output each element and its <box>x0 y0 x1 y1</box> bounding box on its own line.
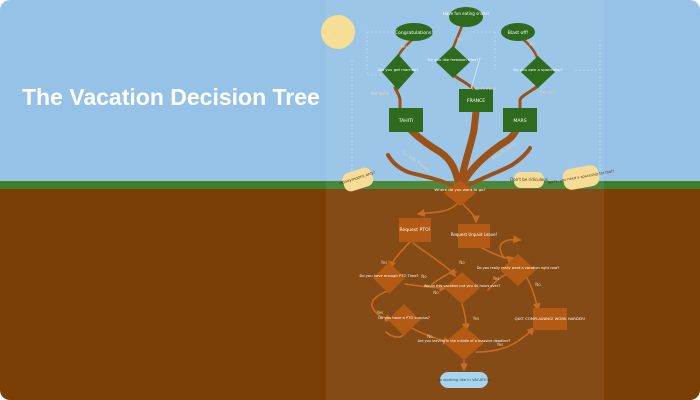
svg-text:No: No <box>433 290 439 295</box>
box-request-unpaid: Request Unpaid Leave! <box>451 224 497 248</box>
svg-text:Yes: Yes <box>400 44 407 49</box>
bubble-label: Blast off! <box>508 30 529 36</box>
svg-text:No: No <box>427 334 433 339</box>
diamond-label: Are you leaving in the middle of a massi… <box>418 339 511 343</box>
diamond-label: Would this vacation put you 40 hours ove… <box>424 284 500 288</box>
destination-france: FRANCE <box>459 89 493 112</box>
diamond-label: Do you really really want a vacation rig… <box>477 266 560 270</box>
diamond-label: Do you own a spaceship? <box>513 67 562 72</box>
note-need-spaceship: Sorry, you need a spaceship for that! <box>548 165 614 190</box>
svg-text:No: No <box>459 260 465 265</box>
diamond-married: Did you get married? <box>377 54 419 90</box>
bubble-label: Congratulations! <box>395 30 434 36</box>
svg-text:QUIT COMPLAINING! WORK HARDER!: QUIT COMPLAINING! WORK HARDER! <box>515 316 586 321</box>
diamond-label: Do you have enough PTO Time? <box>359 274 418 278</box>
destination-label: MARS <box>513 118 526 124</box>
svg-text:Yes: Yes <box>376 310 383 315</box>
top-bubble-congratulations: Congratulations! <box>395 23 434 41</box>
destination-mars: MARS <box>503 108 537 132</box>
svg-text:Request PTO!: Request PTO! <box>399 227 430 233</box>
bubble-label: Have fun eating snails! <box>443 11 489 16</box>
svg-text:Yes: Yes <box>456 37 463 42</box>
soil <box>0 189 700 400</box>
svg-text:No: No <box>535 282 541 287</box>
diamond-spaceship: Do you own a spaceship? <box>513 56 563 88</box>
diamond-pto-surplus: Do you have a PTO surplus? <box>378 304 430 336</box>
diamond-need-vacation: Do you really really want a vacation rig… <box>477 254 560 286</box>
top-bubble-snails: Have fun eating snails! <box>443 7 489 27</box>
destination-label: TAHITI <box>398 118 414 124</box>
note-dont-be-ridiculous: Don't be ridiculous <box>510 172 548 188</box>
svg-text:Request Unpaid Leave!: Request Unpaid Leave! <box>451 232 497 237</box>
svg-text:I don't mind: I don't mind <box>472 86 496 91</box>
root-edge-labels: Yes No Yes No No Yes No Yes No Yes <box>376 260 542 347</box>
diamond-deadline: Are you leaving in the middle of a massi… <box>418 326 511 360</box>
sky-guides <box>351 31 601 182</box>
destination-tahiti: TAHITI <box>389 108 423 132</box>
note-honeymoons: Honeymoons only! <box>339 167 376 192</box>
svg-text:Not quite: Not quite <box>371 91 390 96</box>
svg-text:Yes: Yes <box>528 42 535 47</box>
box-request-pto: Request PTO! <box>399 218 431 242</box>
svg-text:I'm rich!: I'm rich! <box>540 90 557 95</box>
diamond-label: Where do you want to go? <box>434 187 485 192</box>
diamond-freedom-fries: Do you like freedom fries? <box>428 46 479 78</box>
diamond-label: Do you like freedom fries? <box>428 57 479 62</box>
svg-text:Don't be ridiculous: Don't be ridiculous <box>510 177 548 182</box>
diamond-label: Do you have a PTO surplus? <box>378 316 430 320</box>
svg-text:Yes: Yes <box>492 276 499 281</box>
sun-icon <box>321 15 355 49</box>
svg-text:Yes: Yes <box>496 342 503 347</box>
diamond-enough-pto: Do you have enough PTO Time? <box>359 262 419 294</box>
page-title: The Vacation Decision Tree <box>22 84 320 110</box>
terminal-end: No working like in VACATION <box>437 372 491 388</box>
diamond-where-to-go: Where do you want to go? <box>434 180 486 206</box>
top-bubble-blast-off: Blast off! <box>501 23 535 41</box>
box-quit-complaining: QUIT COMPLAINING! WORK HARDER! <box>515 308 586 330</box>
diamond-label: Did you get married? <box>377 67 418 72</box>
svg-text:No working like in VACATION: No working like in VACATION <box>437 377 491 382</box>
svg-text:Yes: Yes <box>472 316 479 321</box>
svg-text:No: No <box>421 274 427 279</box>
diamond-lose-hours: Would this vacation put you 40 hours ove… <box>424 272 500 304</box>
destination-label: FRANCE <box>467 98 485 104</box>
svg-text:Yes: Yes <box>380 260 387 265</box>
